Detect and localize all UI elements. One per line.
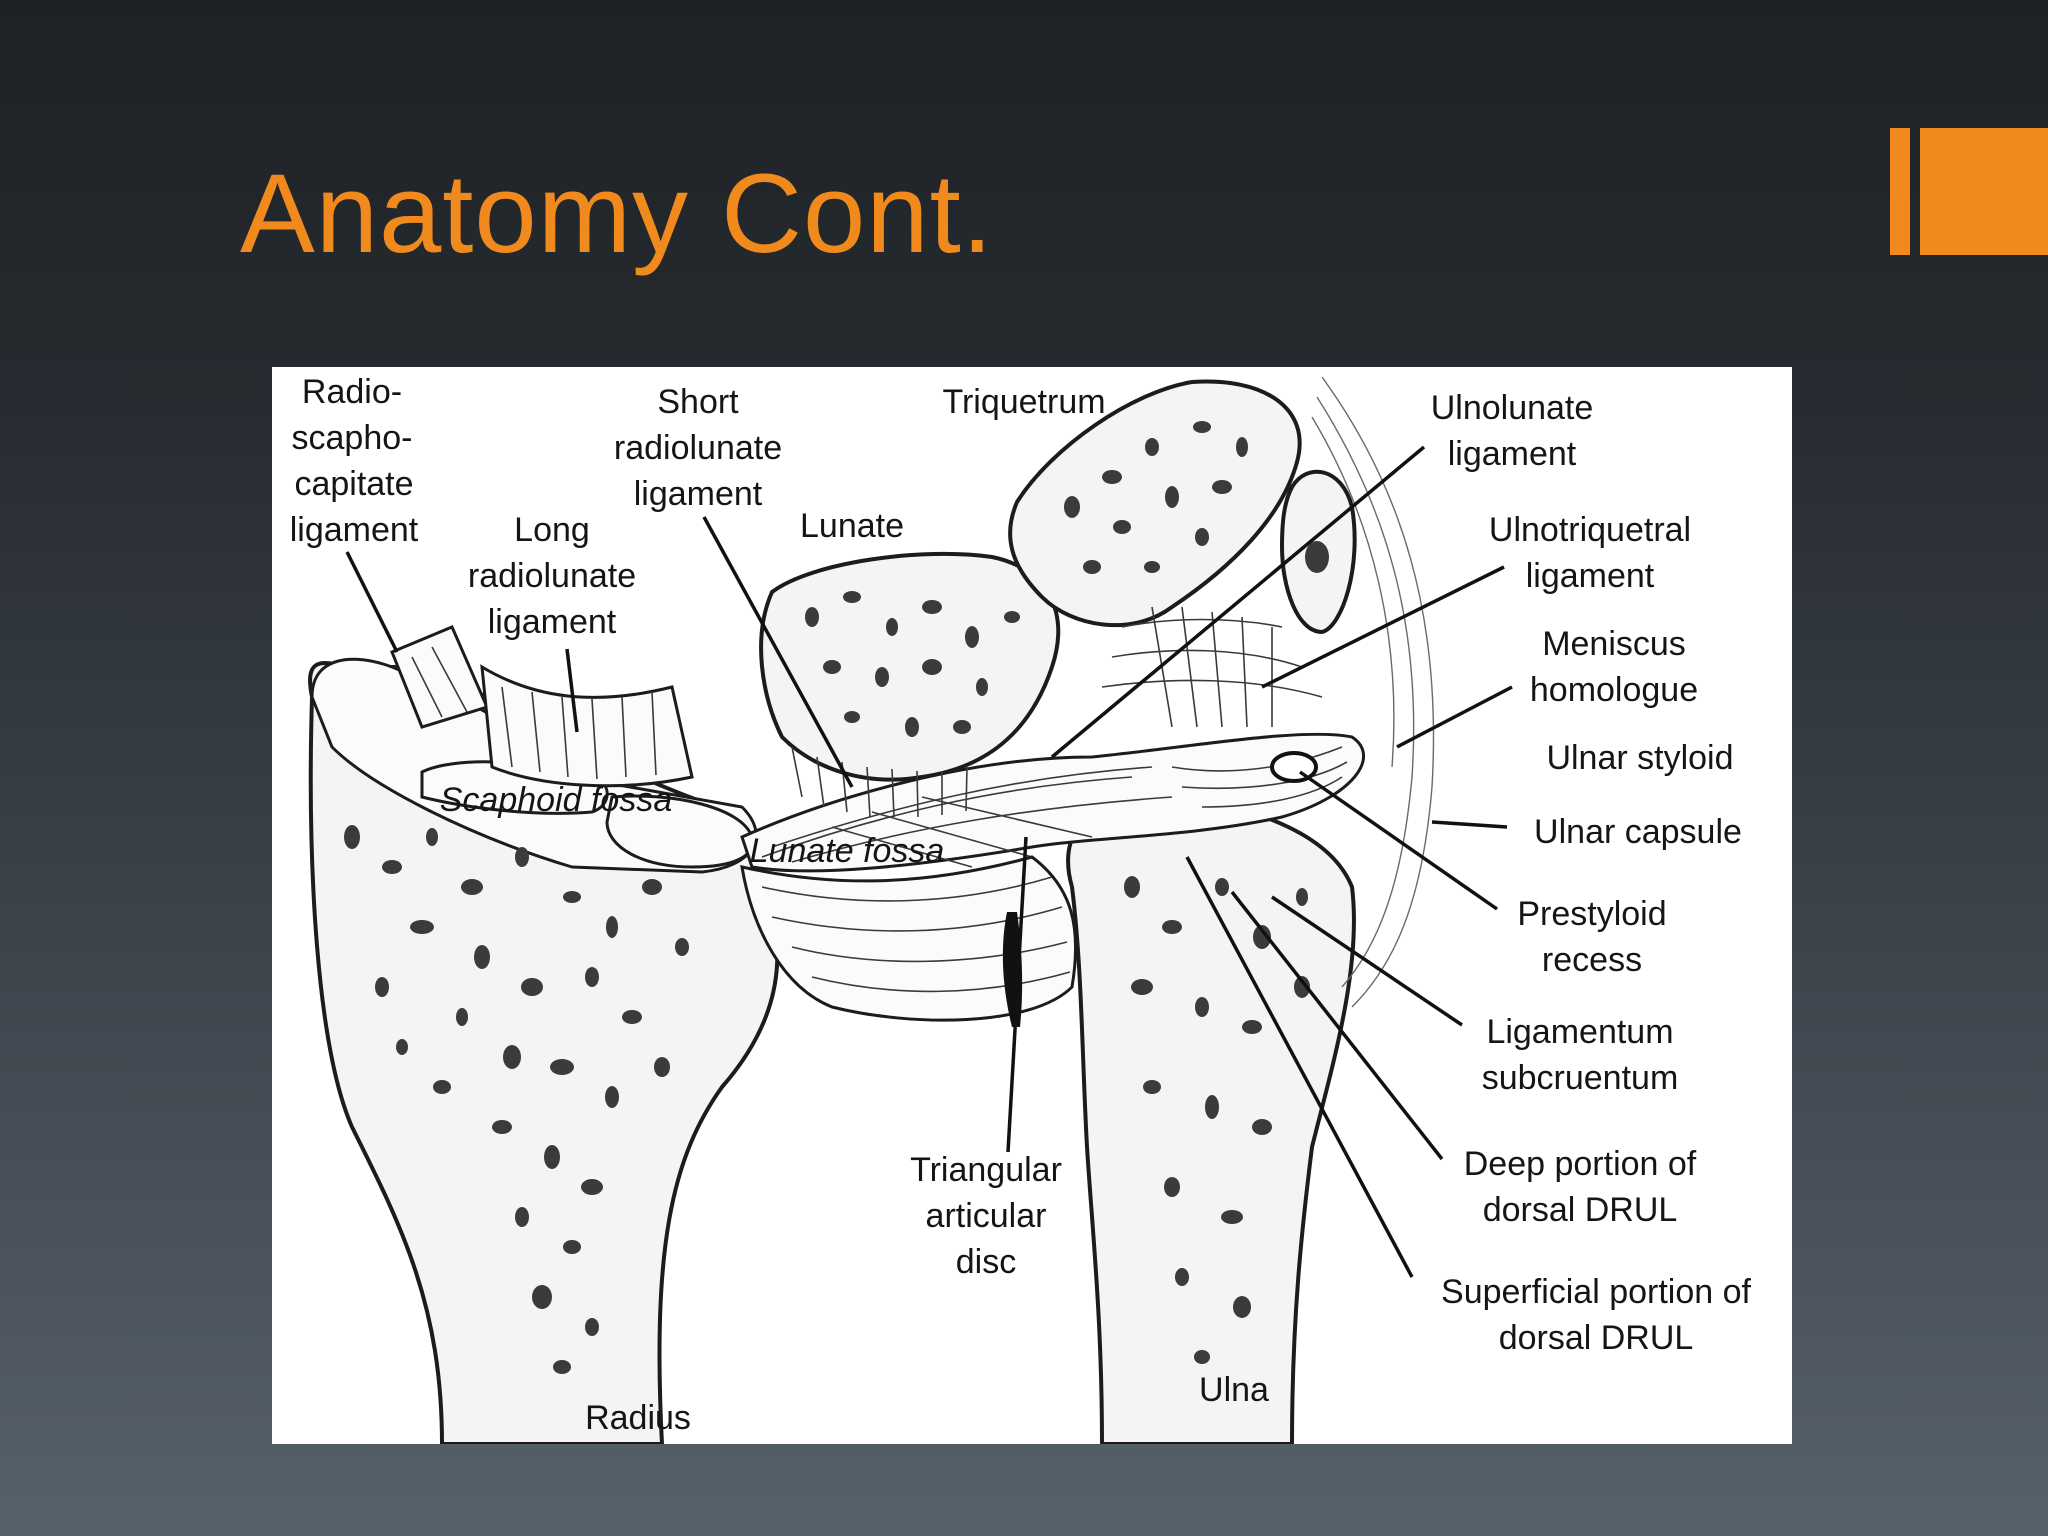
wrist-anatomy-figure: Radio- scapho- capitate ligament Long ra… [272,367,1792,1444]
ulnar-styloid-pit [1305,541,1329,573]
label-scaphoid-fossa: Scaphoid fossa [440,781,673,819]
label-ulnotriquetral-2: ligament [1526,557,1655,595]
label-meniscus-1: Meniscus [1542,625,1686,663]
label-short-radiolunate-3: ligament [634,475,763,513]
label-radioscaphocapitate-3: capitate [294,465,413,503]
label-triangular-2: articular [926,1197,1047,1235]
triquetrum-trabeculae [1064,421,1248,574]
label-ulnolunate-2: ligament [1448,435,1577,473]
label-ligamentum-2: subcruentum [1482,1059,1679,1097]
short-radiolunate-fibers [791,746,968,818]
label-ulnar-capsule: Ulnar capsule [1534,813,1742,851]
accent-bar-thin [1890,128,1910,255]
ulna-bone [1066,793,1356,1444]
label-superficial-drul-2: dorsal DRUL [1499,1319,1694,1357]
leader-lines [345,445,1513,1278]
label-lunate: Lunate [800,507,904,545]
label-triangular-3: disc [956,1243,1016,1281]
radius-ligament-bands [390,625,694,788]
label-long-radiolunate-2: radiolunate [468,557,636,595]
tfcc-fibers [761,746,1348,868]
wrist-anatomy-diagram: Radio- scapho- capitate ligament Long ra… [290,373,1752,1444]
label-triangular-1: Triangular [910,1151,1062,1189]
label-radioscaphocapitate-1: Radio- [302,373,402,411]
diagram-labels: Radio- scapho- capitate ligament Long ra… [290,373,1752,1437]
label-radius: Radius [585,1399,691,1437]
label-deep-drul-2: dorsal DRUL [1483,1191,1678,1229]
label-ulnolunate-1: Ulnolunate [1431,389,1594,427]
accent-bar-thick [1920,128,2048,255]
label-radioscaphocapitate-4: ligament [290,511,419,549]
label-ulnotriquetral-1: Ulnotriquetral [1489,511,1691,549]
label-lunate-fossa: Lunate fossa [750,832,945,870]
lunate-trabeculae [805,591,1020,737]
label-short-radiolunate-1: Short [657,383,739,421]
label-ligamentum-1: Ligamentum [1486,1013,1673,1051]
ulna-trabeculae [1124,876,1310,1364]
label-deep-drul-1: Deep portion of [1464,1145,1697,1183]
label-long-radiolunate-3: ligament [488,603,617,641]
radius-trabeculae [344,825,689,1374]
lunate-fossa-region [605,794,755,869]
tfcc-disc [740,732,1365,873]
label-meniscus-2: homologue [1530,671,1698,709]
label-long-radiolunate-1: Long [514,511,590,549]
label-ulnar-styloid: Ulnar styloid [1546,739,1733,777]
label-radioscaphocapitate-2: scapho- [292,419,413,457]
lunate-bone [759,551,1061,782]
triquetrum-bone [1008,379,1302,628]
ulnocarpal-fibers [1101,376,1435,1008]
drul-region [740,855,1078,1022]
label-short-radiolunate-2: radiolunate [614,429,782,467]
label-prestyloid-1: Prestyloid [1517,895,1666,933]
label-ulna: Ulna [1199,1371,1269,1409]
label-triquetrum: Triquetrum [942,383,1105,421]
label-superficial-drul-1: Superficial portion of [1441,1273,1752,1311]
label-prestyloid-2: recess [1542,941,1642,979]
slide-title: Anatomy Cont. [240,151,994,276]
